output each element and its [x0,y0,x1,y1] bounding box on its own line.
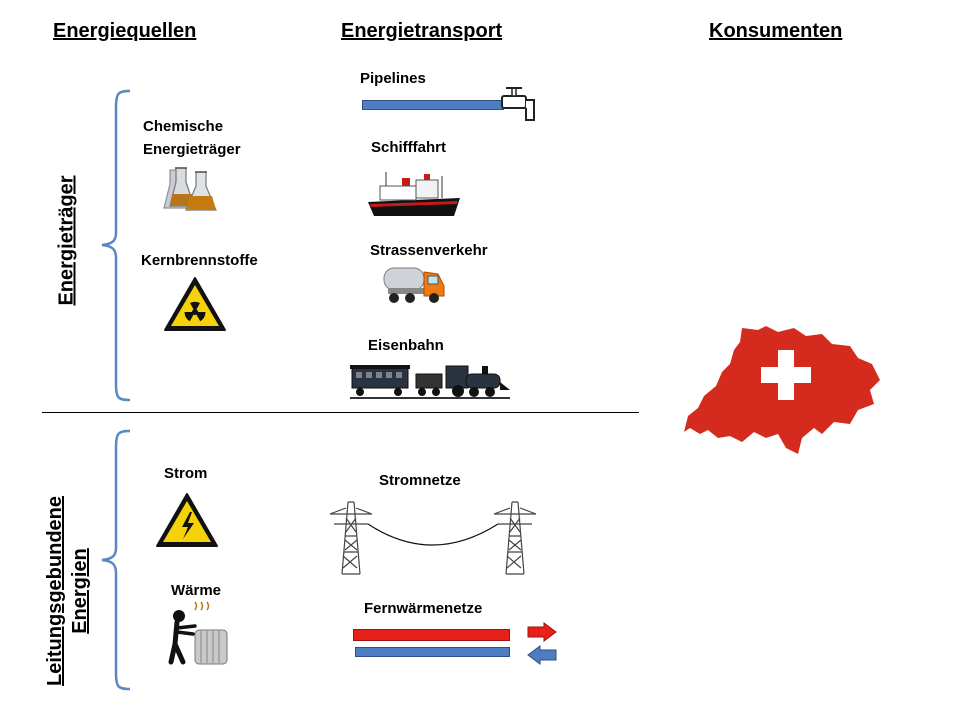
label-district-heating: Fernwärmenetze [364,600,483,617]
label-shipping: Schifffahrt [371,139,446,156]
label-rail: Eisenbahn [368,337,444,354]
label-chemical-carriers: Chemische Energieträger [143,115,241,161]
group-label-energy-carriers: Energieträger [55,175,78,306]
radiation-warning-icon [164,277,226,331]
heading-energy-transport: Energietransport [341,20,503,42]
tanker-truck-icon [383,267,445,303]
section-divider [42,412,639,413]
label-power-grid: Stromnetze [379,472,461,489]
label-road-transport: Strassenverkehr [370,242,488,259]
ship-icon [368,172,460,216]
label-pipelines: Pipelines [360,70,426,87]
flasks-icon [163,167,217,211]
label-nuclear-fuels: Kernbrennstoffe [141,252,258,269]
label-heat: Wärme [171,582,222,599]
group-label-grid-line1: Leitungsgebundene [44,496,66,686]
train-icon [350,365,510,399]
label-chemical-line1: Chemische [143,118,224,135]
label-electricity: Strom [164,465,208,482]
bracket-energy-carriers [101,89,131,402]
arrow-right-icon [527,622,557,642]
switzerland-map-icon [684,326,880,454]
district-heating-return-pipe [355,647,510,657]
faucet-icon [501,87,535,121]
district-heating-supply-pipe [353,629,510,641]
pipeline-bar [362,100,504,110]
power-pylons-icon [329,501,537,575]
heading-energy-sources: Energiequellen [53,20,197,42]
arrow-left-icon [527,645,557,665]
group-label-grid-line2: Energien [69,548,91,634]
high-voltage-warning-icon [156,493,218,547]
person-radiator-icon [168,601,228,665]
bracket-grid-energies [101,429,131,691]
group-label-grid-energies: Leitungsgebundene Energien [43,491,93,691]
label-chemical-line2: Energieträger [143,141,241,158]
heading-consumers: Konsumenten [709,20,843,42]
